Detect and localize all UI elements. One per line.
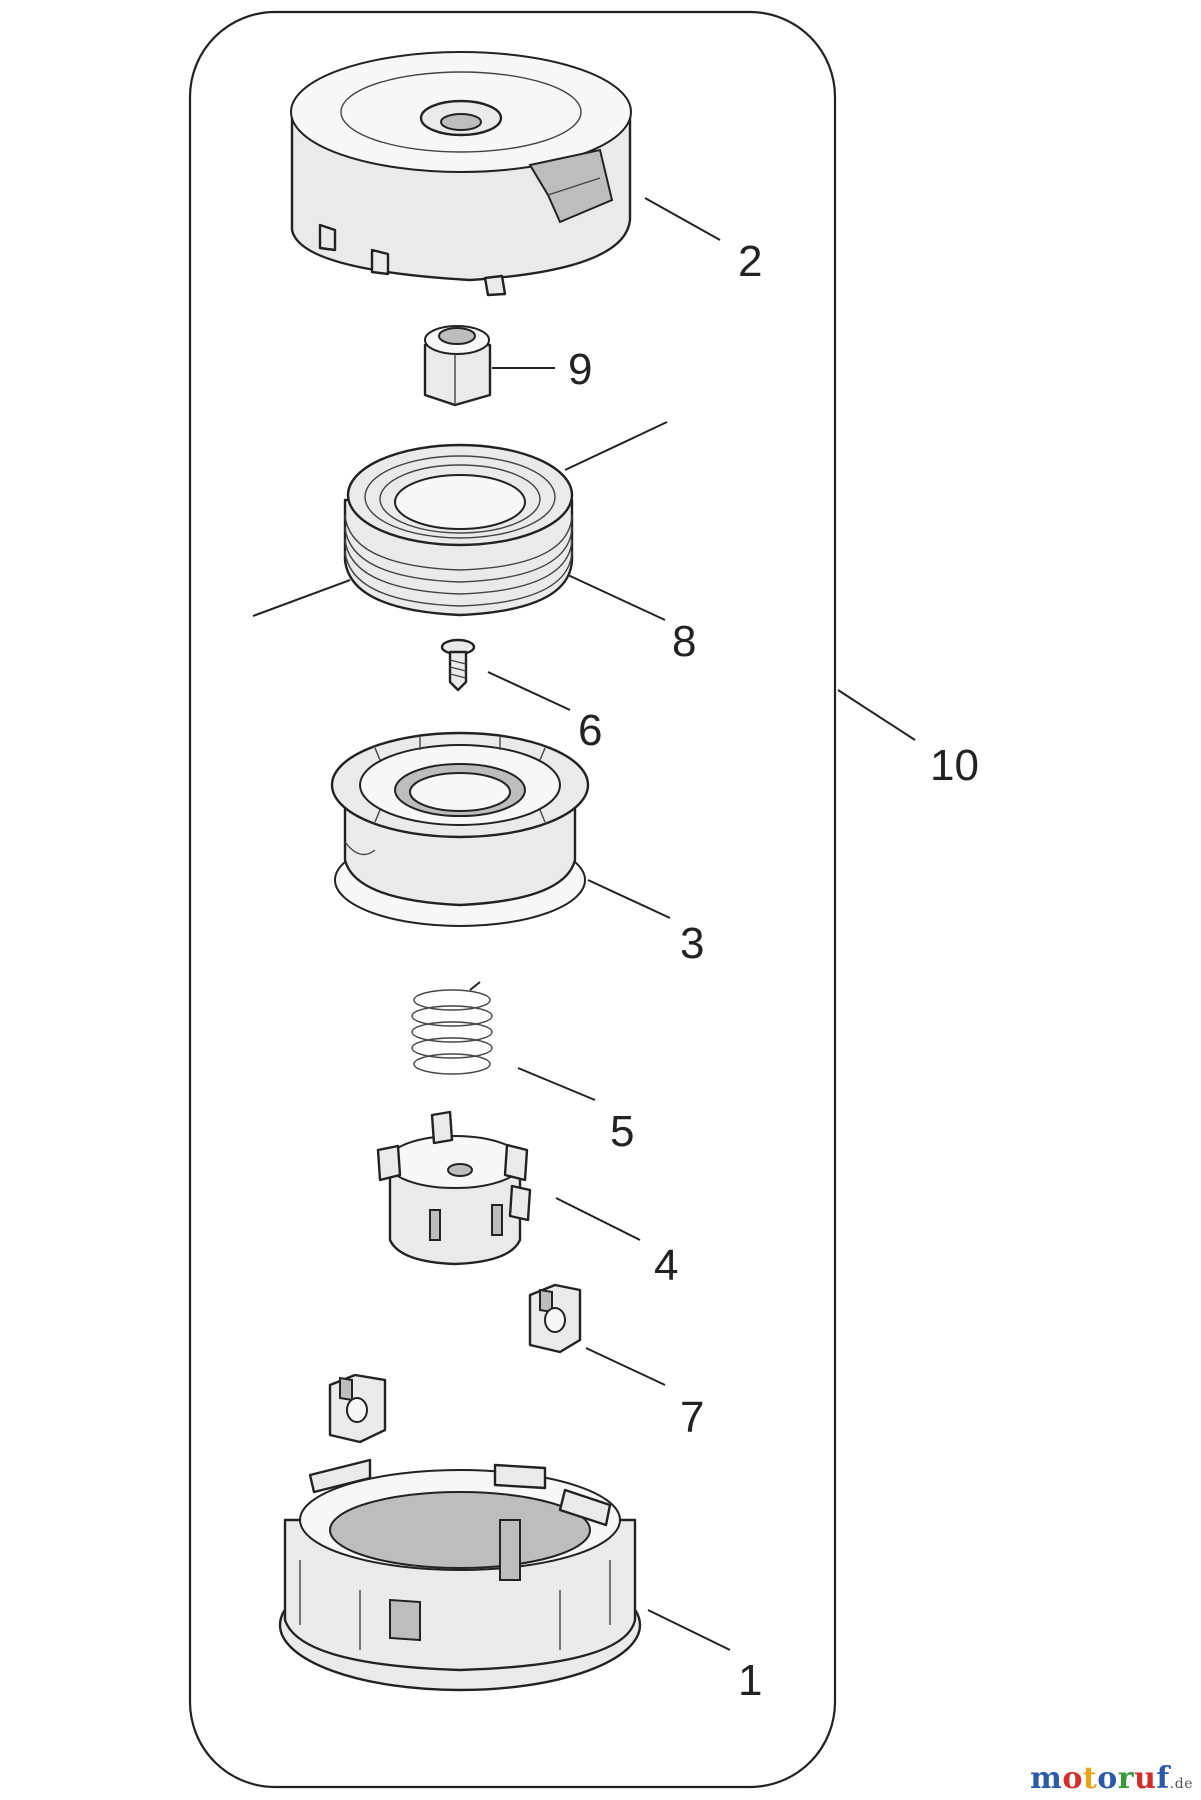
part-4-spool-holder xyxy=(376,1110,532,1266)
watermark-suffix: .de xyxy=(1169,1776,1193,1792)
callout-6: 6 xyxy=(578,706,602,755)
watermark-letter: o xyxy=(1097,1761,1118,1796)
part-5-spring xyxy=(411,981,493,1075)
watermark-letter: m xyxy=(1030,1761,1063,1796)
part-7-clip-lower xyxy=(328,1373,387,1444)
part-7-clip-upper xyxy=(528,1283,582,1354)
leader-1 xyxy=(647,1609,731,1651)
leader-4 xyxy=(555,1197,641,1241)
part-8-trimmer-line-coil xyxy=(252,421,668,617)
watermark-letter: t xyxy=(1082,1761,1098,1796)
callout-8: 8 xyxy=(672,617,696,666)
leader-2 xyxy=(644,197,721,241)
callout-10: 10 xyxy=(930,741,979,790)
watermark-letter: o xyxy=(1062,1761,1083,1796)
callout-2: 2 xyxy=(738,237,762,286)
part-6-screw xyxy=(440,638,476,692)
part-1-housing-base xyxy=(278,1458,642,1692)
callout-4: 4 xyxy=(654,1241,678,1290)
leader-6 xyxy=(487,671,571,711)
leader-10 xyxy=(837,689,916,741)
callout-3: 3 xyxy=(680,919,704,968)
callout-7: 7 xyxy=(680,1393,704,1442)
callout-5: 5 xyxy=(610,1107,634,1156)
leader-8 xyxy=(567,574,666,621)
assembly-boundary xyxy=(188,10,837,1789)
callout-9: 9 xyxy=(568,345,592,394)
leader-5 xyxy=(517,1067,596,1101)
leader-7 xyxy=(585,1347,666,1386)
part-9-hex-nut xyxy=(423,325,492,407)
watermark-logo: motoruf.de xyxy=(1030,1761,1193,1796)
leader-3 xyxy=(587,879,671,919)
watermark-letter: r xyxy=(1117,1761,1135,1796)
part-2-top-cover xyxy=(290,51,632,297)
part-3-spool xyxy=(330,731,590,927)
callout-1: 1 xyxy=(738,1656,762,1705)
watermark-letter: u xyxy=(1134,1761,1157,1796)
watermark-letter: f xyxy=(1156,1761,1170,1796)
